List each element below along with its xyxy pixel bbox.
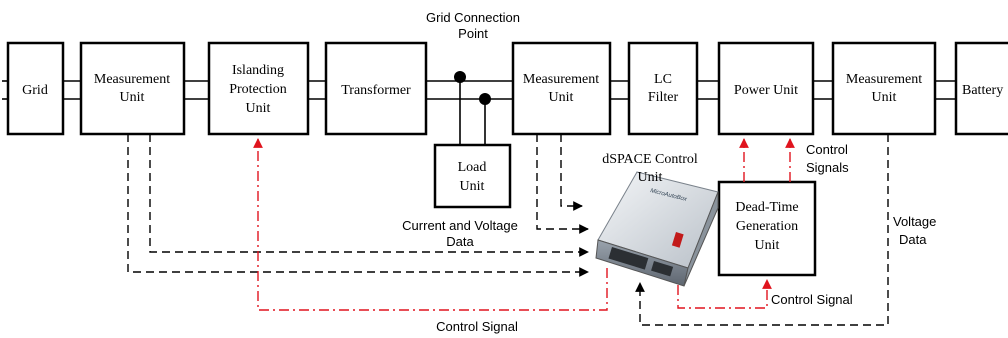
battery-label: Battery (962, 83, 1003, 98)
current-voltage-data-label-line1: Current and Voltage (402, 218, 518, 233)
load-unit-label-line1: Load (458, 160, 487, 175)
measurement-unit-1-label-line1: Measurement (94, 72, 170, 87)
islanding-label-line3: Unit (246, 101, 271, 116)
grid-connection-point-label-line2: Point (458, 26, 488, 41)
islanding-label-line1: Islanding (232, 63, 284, 78)
measurement-unit-2-label-line2: Unit (549, 90, 574, 105)
measurement-unit-2-block: Measurement Unit (511, 41, 612, 136)
measurement-unit-3-block: Measurement Unit (831, 41, 937, 136)
dead-time-label-line3: Unit (755, 238, 780, 253)
lc-filter-label-line2: Filter (648, 90, 679, 105)
voltage-data-label-line1: Voltage (893, 214, 936, 229)
dspace-control-unit-label-line1: dSPACE Control (602, 152, 698, 167)
measurement-unit-1-block: Measurement Unit (79, 41, 186, 136)
power-bus (2, 71, 956, 145)
dspace-control-unit-label-line2: Unit (638, 170, 663, 185)
control-signal-lines (253, 138, 795, 311)
power-unit-block: Power Unit (717, 41, 815, 136)
islanding-label-line2: Protection (229, 82, 287, 97)
dspace-device: MicroAutoBox (595, 171, 719, 287)
dead-time-generation-unit-block: Dead-Time Generation Unit (717, 180, 817, 277)
grid-connection-point-label-line1: Grid Connection (426, 10, 520, 25)
voltage-data-label-line2: Data (899, 232, 927, 247)
control-signal-bottom-label: Control Signal (436, 319, 518, 334)
lc-filter-label-line1: LC (654, 72, 672, 87)
junction-dot (479, 93, 491, 105)
grid-label: Grid (22, 83, 48, 98)
transformer-block: Transformer (324, 41, 428, 136)
dead-time-label-line2: Generation (736, 219, 798, 234)
measurement-unit-3-label-line2: Unit (872, 90, 897, 105)
measurement-signal-lines (127, 134, 889, 326)
current-voltage-data-label-line2: Data (446, 234, 474, 249)
control-signals-label-line1: Control (806, 142, 848, 157)
islanding-protection-unit-block: Islanding Protection Unit (207, 41, 310, 136)
measurement-unit-3-label-line1: Measurement (846, 72, 922, 87)
control-signal-right-label: Control Signal (771, 292, 853, 307)
dead-time-label-line1: Dead-Time (735, 200, 798, 215)
load-unit-label-line2: Unit (460, 179, 485, 194)
grid-block: Grid (6, 41, 65, 136)
lc-filter-block: LC Filter (627, 41, 699, 136)
battery-block: Battery (954, 41, 1008, 136)
measurement-unit-1-label-line2: Unit (120, 90, 145, 105)
control-signals-label-line2: Signals (806, 160, 849, 175)
load-unit-block: Load Unit (433, 143, 512, 209)
power-unit-label: Power Unit (734, 83, 798, 98)
junction-dot (454, 71, 466, 83)
transformer-label: Transformer (341, 83, 411, 98)
measurement-unit-2-label-line1: Measurement (523, 72, 599, 87)
